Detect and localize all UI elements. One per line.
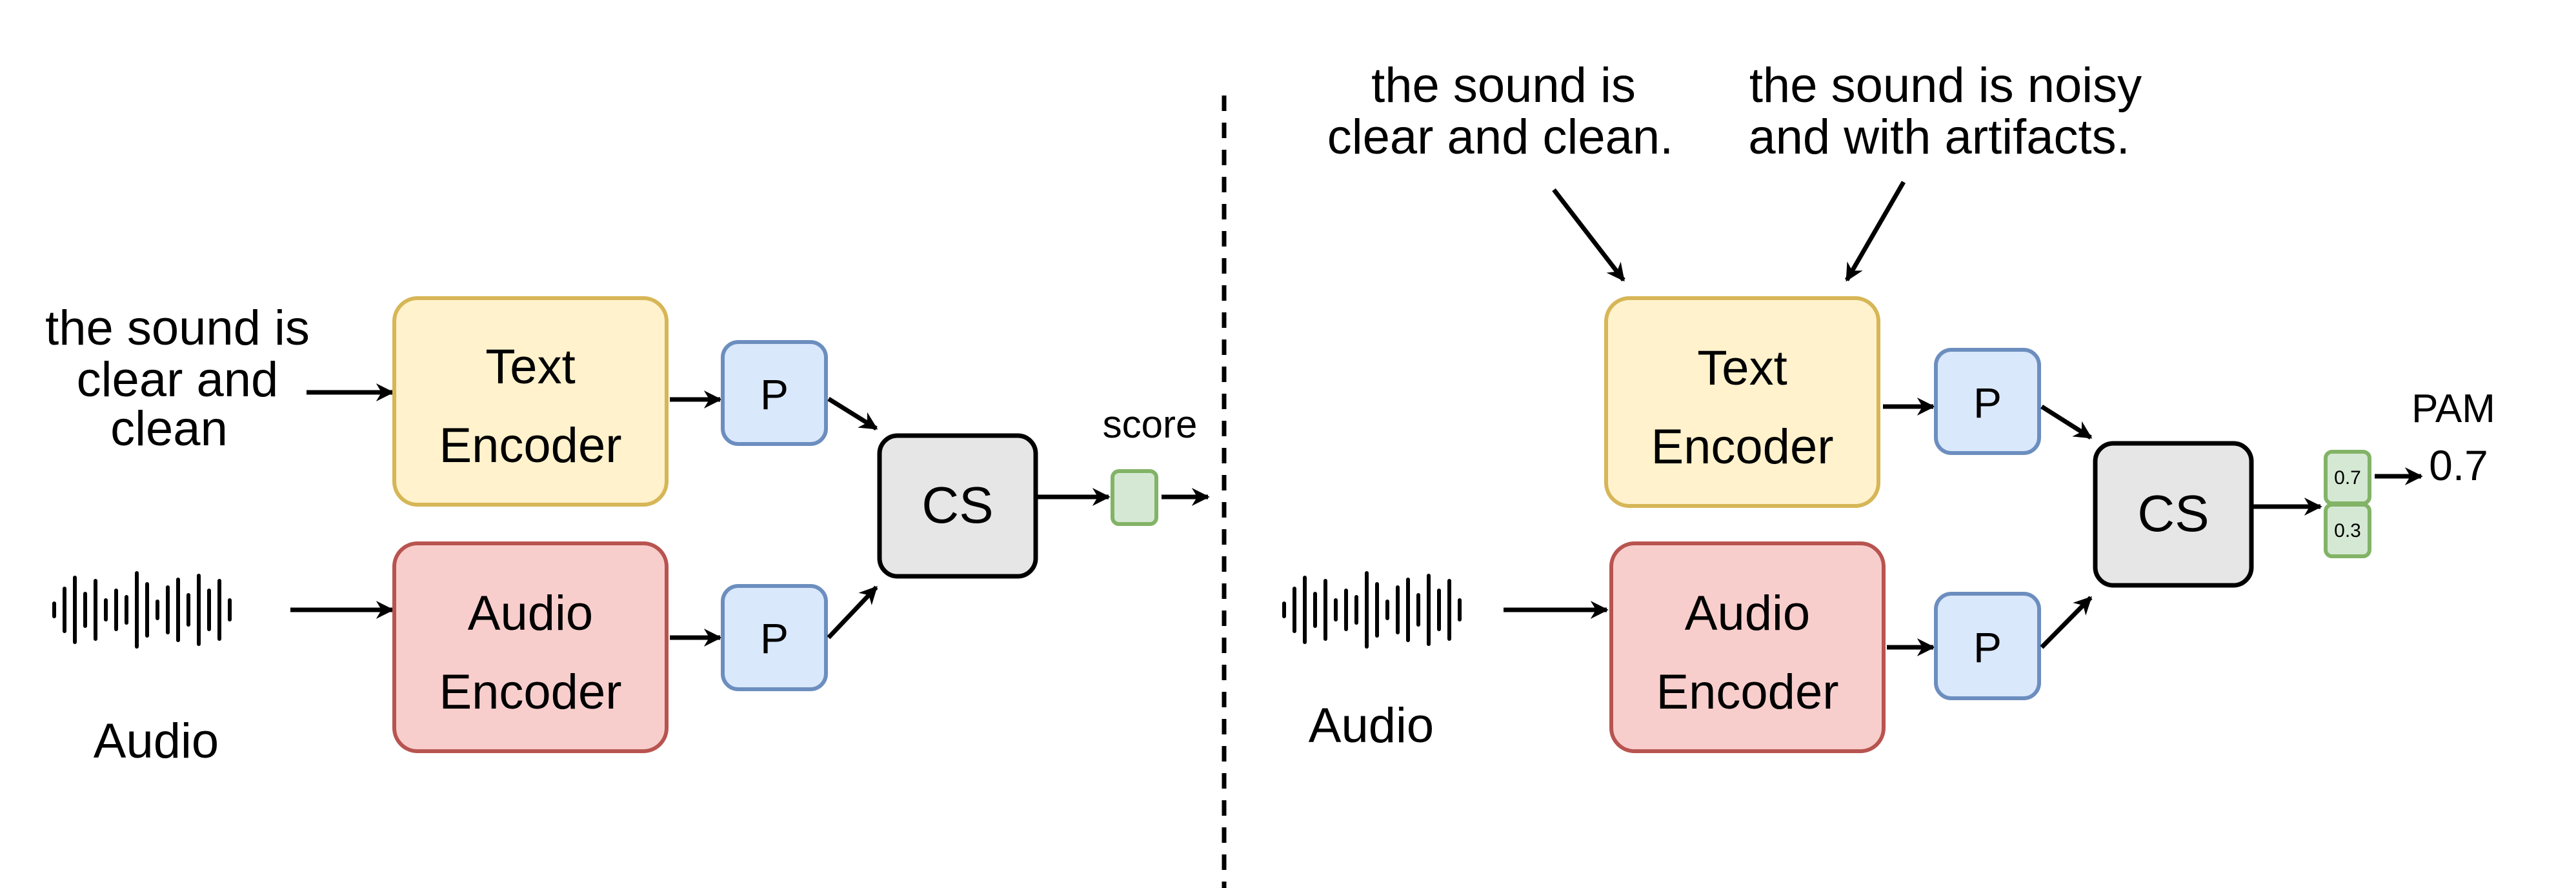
right-panel: the sound is clear and clean. the sound …	[1282, 58, 2495, 753]
right-prompt-noisy-line-1: the sound is noisy	[1749, 58, 2142, 113]
right-prompt-clean-line-1: the sound is	[1371, 58, 1636, 113]
left-text-encoder-box	[392, 296, 669, 507]
left-projection-top-label: P	[760, 370, 789, 418]
right-cs-label: CS	[2137, 485, 2209, 542]
right-prob-noisy-box	[2324, 503, 2371, 558]
right-text-encoder-line-2: Encoder	[1651, 419, 1833, 474]
left-cs-box	[877, 433, 1038, 579]
left-audio-label: Audio	[94, 714, 219, 769]
left-waveform-icon	[52, 571, 232, 649]
right-text-encoder-box	[1604, 296, 1880, 508]
right-projection-bottom-box	[1934, 592, 2041, 700]
right-projection-top-label: P	[1973, 379, 2002, 427]
right-audio-encoder-line-1: Audio	[1685, 586, 1810, 641]
right-text-encoder-line-1: Text	[1697, 341, 1787, 396]
left-panel: the sound is clear and clean Text Encode…	[45, 296, 1210, 769]
right-prob-noisy-value: 0.3	[2334, 520, 2361, 541]
right-prompt-clean-line-2: clear and clean.	[1327, 110, 1674, 165]
right-audio-encoder-box	[1609, 541, 1886, 753]
left-audio-encoder-line-2: Encoder	[439, 665, 621, 720]
left-text-encoder-line-2: Encoder	[439, 418, 621, 473]
left-audio-encoder-box	[392, 541, 669, 753]
left-prompt-line-1: the sound is	[45, 301, 310, 356]
left-projection-top-box	[721, 340, 828, 446]
right-waveform-icon	[1282, 571, 1462, 649]
left-text-encoder-line-1: Text	[485, 339, 575, 394]
left-p-top-to-cs-arrow	[827, 397, 878, 430]
right-audio-label: Audio	[1309, 698, 1434, 753]
right-pam-value: 0.7	[2429, 441, 2488, 489]
left-projection-bottom-box	[721, 584, 828, 691]
right-prompt-noisy-line-2: and with artifacts.	[1748, 110, 2129, 165]
right-prompt-noisy-arrow	[1844, 181, 1906, 282]
right-prob-clean-value: 0.7	[2334, 467, 2361, 489]
right-p-top-to-cs-arrow	[2040, 405, 2093, 439]
left-audio-encoder-line-1: Audio	[468, 586, 593, 641]
left-cs-label: CS	[921, 476, 993, 534]
left-prompt-line-2: clear and	[77, 352, 279, 407]
right-projection-top-box	[1934, 348, 2041, 455]
right-audio-encoder-line-2: Encoder	[1656, 665, 1838, 720]
right-projection-bottom-label: P	[1973, 623, 2002, 671]
left-score-label: score	[1103, 403, 1198, 446]
right-cs-box	[2093, 441, 2254, 588]
left-score-box	[1111, 469, 1158, 526]
right-p-bottom-to-cs-arrow	[2040, 596, 2093, 649]
left-p-bottom-to-cs-arrow	[827, 585, 878, 640]
left-prompt-line-3: clean	[110, 401, 228, 456]
right-pam-label: PAM	[2411, 387, 2495, 431]
right-prompt-clean-arrow	[1552, 188, 1625, 282]
left-projection-bottom-label: P	[760, 614, 789, 662]
